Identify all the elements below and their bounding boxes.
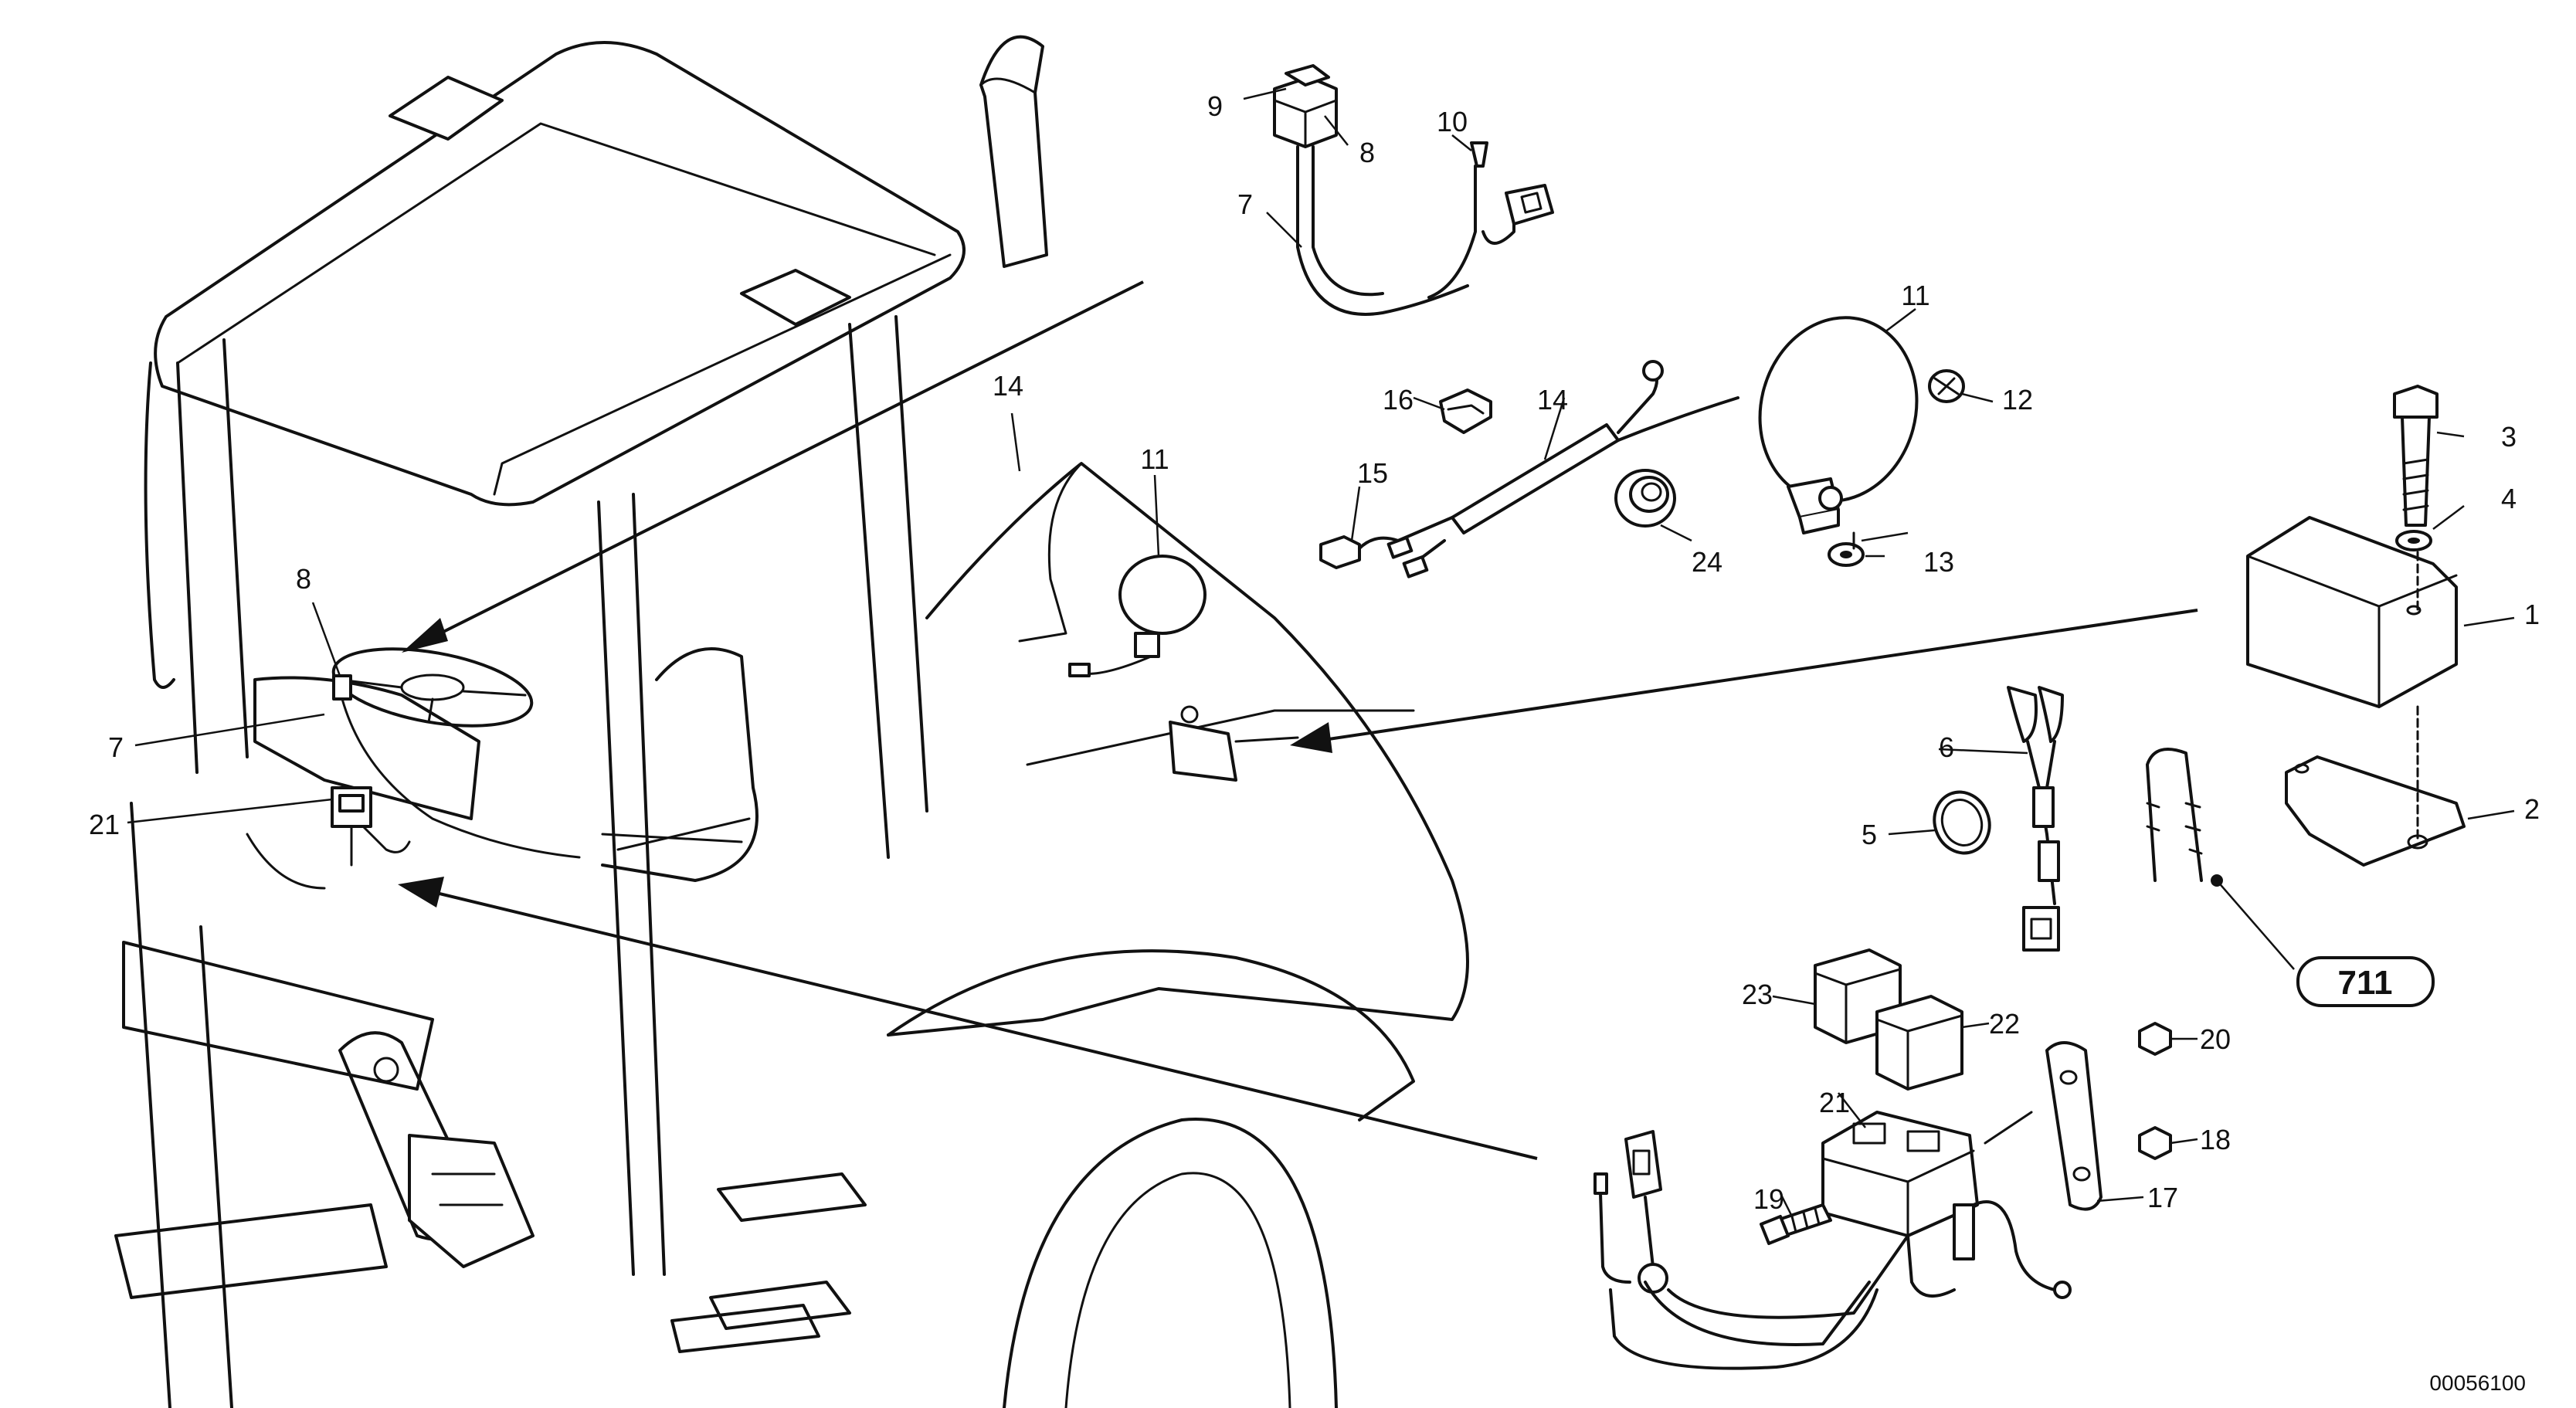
callout-17: 17 bbox=[2147, 1182, 2178, 1213]
callout-12: 12 bbox=[2002, 384, 2033, 416]
callout-14: 14 bbox=[1537, 384, 1568, 416]
callout-11: 11 bbox=[1901, 280, 1929, 311]
part-relay-assembly bbox=[1593, 948, 2172, 1370]
callout-11-cab: 11 bbox=[1140, 443, 1169, 475]
callout-24: 24 bbox=[1692, 546, 1722, 578]
callout-8: 8 bbox=[1359, 137, 1375, 168]
callout-10: 10 bbox=[1437, 106, 1468, 137]
callout-1: 1 bbox=[2524, 599, 2540, 630]
callout-22: 22 bbox=[1989, 1008, 2020, 1040]
arrow-to-console bbox=[416, 887, 1538, 1160]
callout-18: 18 bbox=[2200, 1124, 2231, 1155]
callout-16: 16 bbox=[1383, 384, 1414, 416]
part-hose-clamp-and-cable bbox=[1933, 686, 2064, 952]
part-lamp-harness bbox=[1319, 360, 1739, 578]
callout-labels: 9 8 10 7 11 12 3 4 1 2 16 14 15 24 13 6 … bbox=[89, 90, 2540, 1215]
callout-20: 20 bbox=[2200, 1023, 2231, 1055]
part-housing-and-bracket bbox=[2246, 516, 2466, 867]
callout-5: 5 bbox=[1862, 819, 1877, 850]
vehicle-cab-illustration bbox=[114, 35, 1469, 1408]
callout-15: 15 bbox=[1357, 457, 1388, 489]
callout-3: 3 bbox=[2501, 421, 2517, 453]
leader-arrows bbox=[398, 280, 2198, 1160]
drawing-number: 00056100 bbox=[2429, 1371, 2526, 1395]
arrow-to-steering bbox=[416, 280, 1144, 646]
part-work-light bbox=[1758, 316, 1965, 567]
callout-leader-lines bbox=[127, 87, 2515, 1217]
reference-box-711: 711 bbox=[2296, 956, 2435, 1007]
callout-9: 9 bbox=[1207, 90, 1223, 122]
callout-7-cab: 7 bbox=[108, 731, 124, 763]
callout-21-cab: 21 bbox=[89, 809, 120, 840]
callout-7: 7 bbox=[1237, 188, 1253, 220]
part-grommet bbox=[1614, 469, 1676, 528]
callout-6: 6 bbox=[1939, 731, 1954, 763]
part-u-bolt bbox=[2146, 748, 2295, 970]
callout-19: 19 bbox=[1753, 1183, 1784, 1215]
callout-4: 4 bbox=[2501, 483, 2517, 514]
callout-14-cab: 14 bbox=[993, 370, 1023, 402]
callout-13: 13 bbox=[1923, 546, 1954, 578]
svg-text:711: 711 bbox=[2338, 964, 2393, 1002]
part-switch-harness bbox=[1273, 64, 1554, 316]
callout-8-cab: 8 bbox=[296, 563, 311, 595]
part-bolt-and-washer bbox=[2393, 385, 2439, 612]
callout-2: 2 bbox=[2524, 793, 2540, 825]
callout-21: 21 bbox=[1819, 1087, 1850, 1118]
arrow-to-hood-relay bbox=[1312, 609, 2198, 743]
callout-23: 23 bbox=[1742, 979, 1773, 1010]
